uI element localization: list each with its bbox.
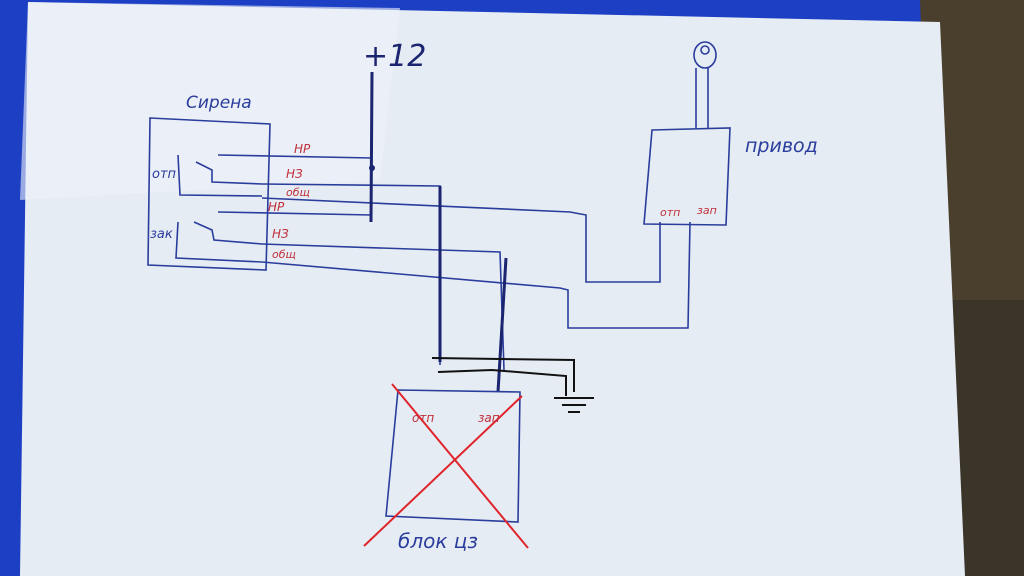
wire-no-2 [217,211,373,216]
drive-open-label: отп [660,206,680,219]
siren-module [147,117,271,271]
nc-1-label: НЗ [286,167,303,181]
drive-module [643,41,731,226]
red-cross-line-2 [363,395,523,547]
red-cross [363,383,529,549]
block-label: блок цз [398,529,478,553]
open-relay-contact [195,161,263,185]
motor-icon [693,41,717,69]
close-relay-loop [175,221,263,263]
siren-box [147,117,271,271]
drive-box [643,127,731,226]
wire-plus12 [369,71,374,223]
supply-label: +12 [363,39,426,74]
no-2-label: НР [268,200,285,214]
paper-highlight [20,2,400,200]
block-open-label: отп [412,411,434,425]
ground-wire-bottom [437,368,567,396]
red-cross-line-1 [391,383,529,549]
junction-dot [369,165,375,171]
siren-label: Сирена [186,93,252,113]
open-relay-loop [177,154,263,197]
ground-wiring [431,357,594,413]
drive-label: привод [745,135,818,157]
relay-close-label: зак [150,227,173,242]
relay-open-label: отп [152,167,177,182]
wire-com-1 [261,197,661,283]
wire-com-2 [261,221,691,329]
drive-close-label: зап [697,204,717,217]
block-close-label: зап [478,411,500,425]
wire-no-1 [217,154,373,159]
com-2-label: общ [272,248,296,261]
no-1-label: НР [294,142,311,156]
close-relay-contact [193,221,263,245]
nc-2-label: НЗ [272,227,289,241]
block-box [385,389,521,523]
com-1-label: общ [286,186,310,199]
ground-wire-top [431,357,575,392]
motor-shaft-icon [700,45,710,55]
